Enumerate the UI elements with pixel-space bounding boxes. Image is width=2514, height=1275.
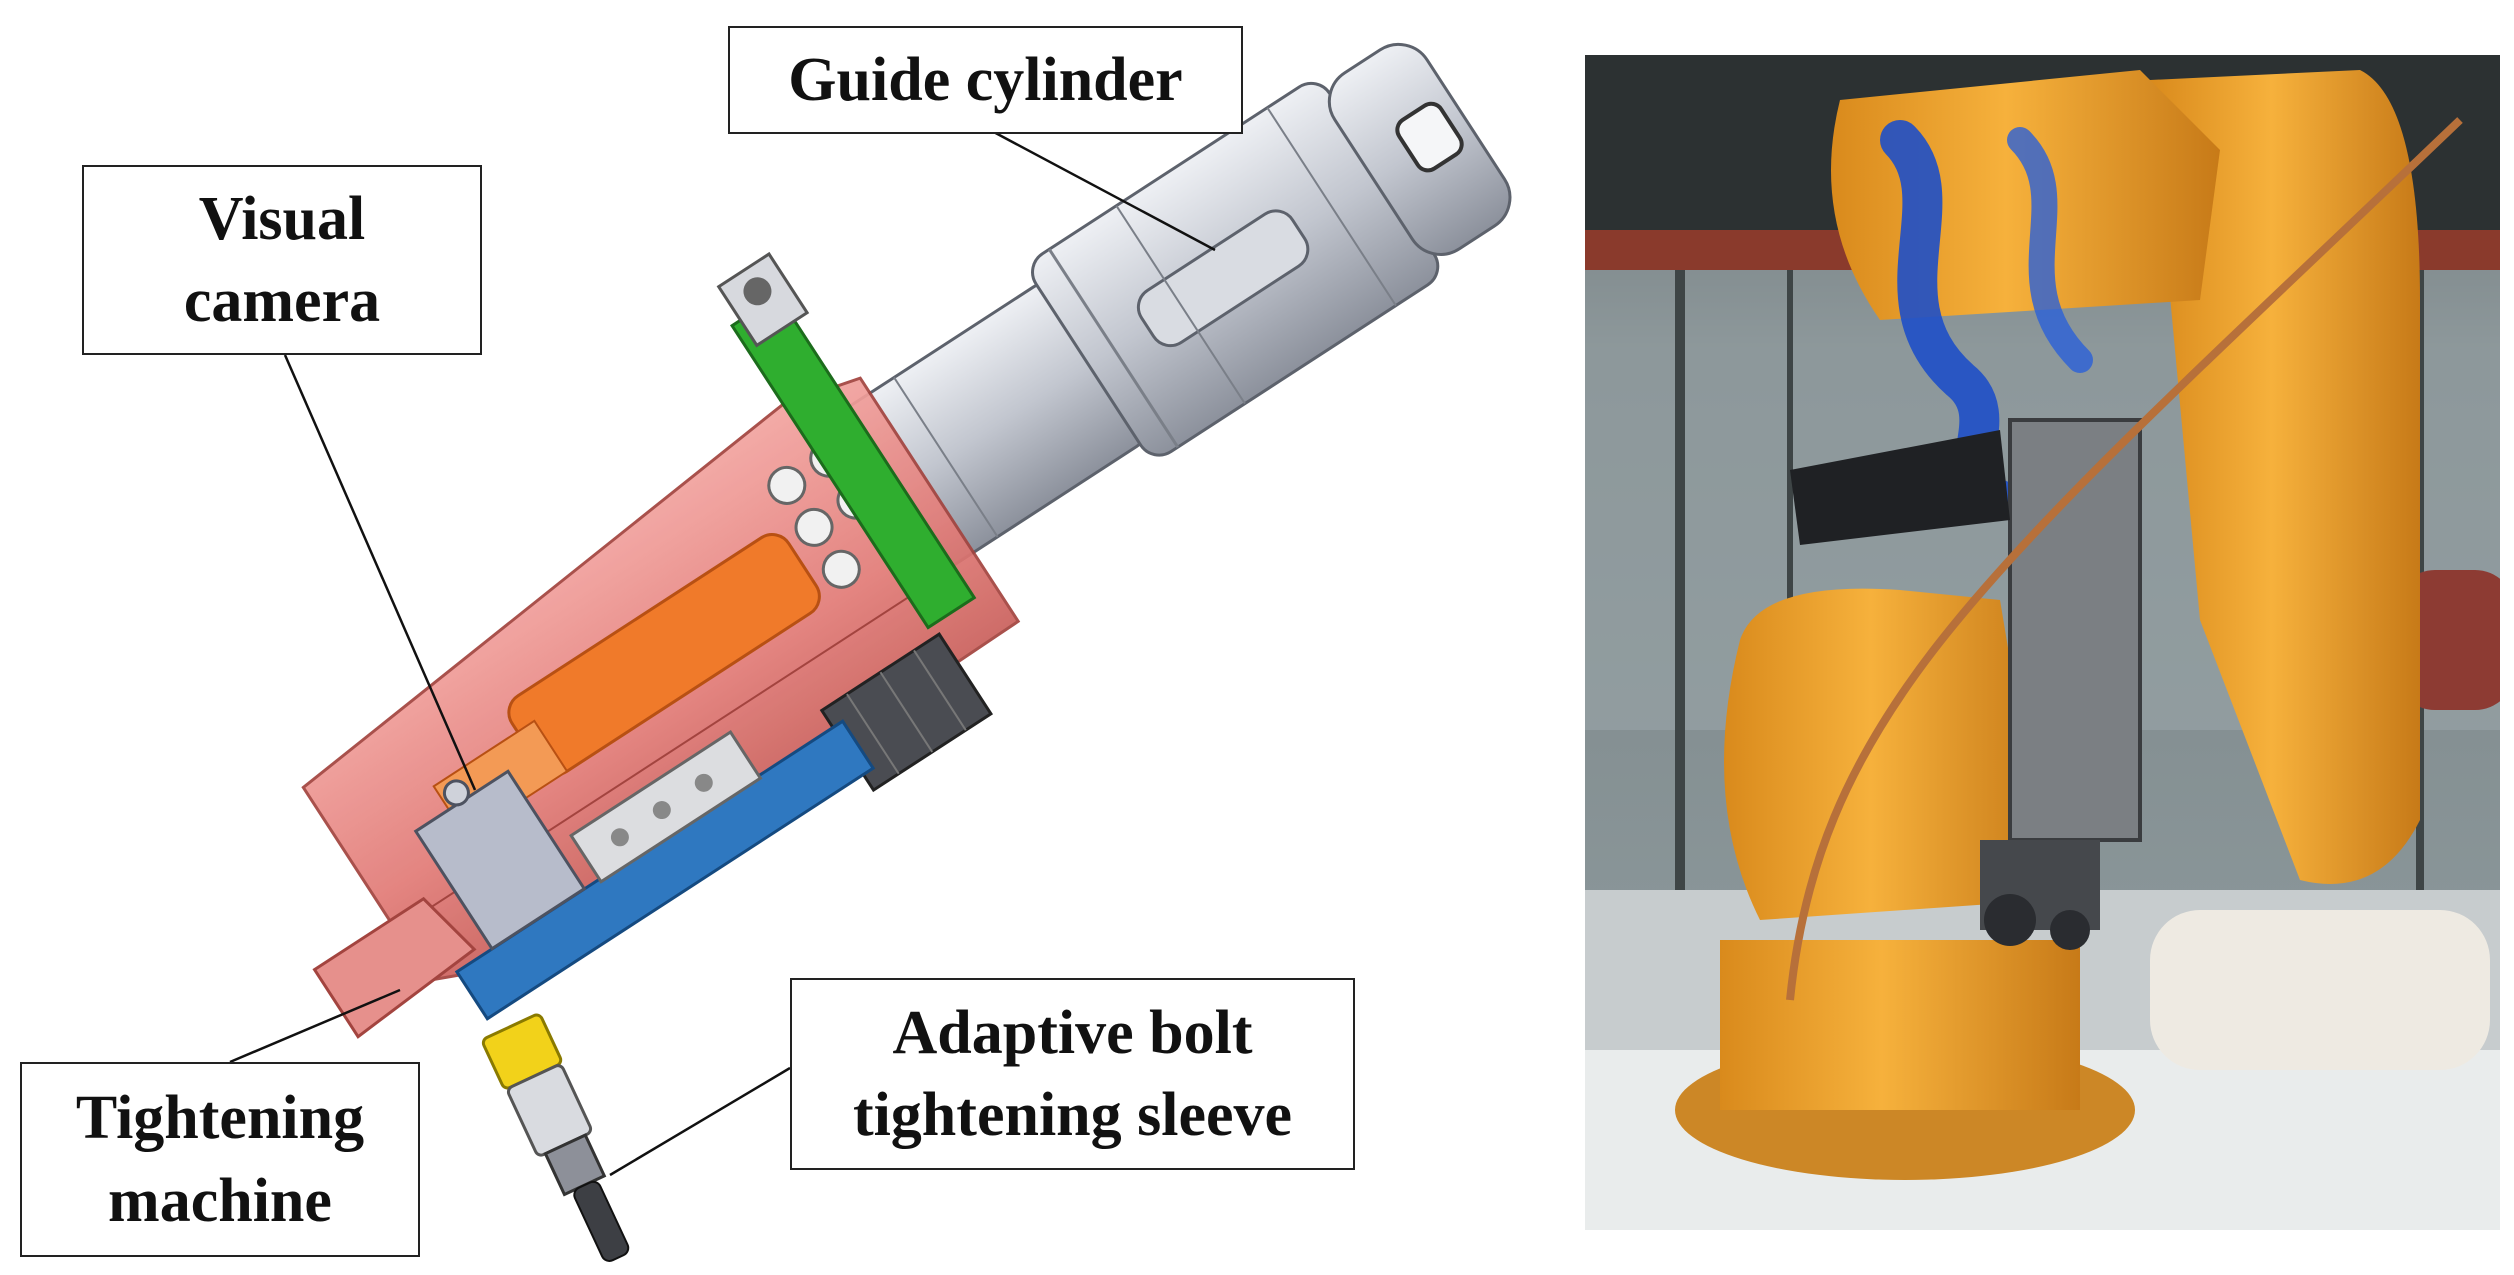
blue-rail — [454, 719, 876, 1021]
adaptive-sleeve-assembly — [481, 1013, 630, 1262]
visual-camera-block — [413, 769, 587, 951]
label-adaptive-sleeve: Adaptive bolt tightening sleeve — [790, 978, 1355, 1170]
green-mount-plate — [716, 251, 977, 630]
leader-guide-cylinder — [989, 128, 1216, 252]
robot-photo — [1585, 55, 2500, 1230]
label-tightening-machine-line2: machine — [108, 1166, 332, 1235]
leader-tightening-machine — [229, 988, 401, 1064]
label-visual-camera: Visual camera — [82, 165, 482, 355]
label-visual-camera-line1: Visual — [198, 184, 366, 253]
label-adaptive-sleeve-line2: tightening sleeve — [852, 1081, 1293, 1149]
leader-visual-camera — [283, 354, 477, 791]
label-adaptive-sleeve-line1: Adaptive bolt — [892, 998, 1253, 1067]
end-effector-model — [229, 42, 1512, 1262]
label-visual-camera-line2: camera — [183, 267, 381, 335]
leader-adaptive-sleeve — [609, 1066, 791, 1177]
label-tightening-machine-line1: Tightening — [75, 1084, 365, 1153]
label-guide-cylinder-line1: Guide cylinder — [788, 45, 1183, 114]
label-tightening-machine: Tightening machine — [20, 1062, 420, 1257]
label-guide-cylinder: Guide cylinder — [728, 26, 1243, 134]
